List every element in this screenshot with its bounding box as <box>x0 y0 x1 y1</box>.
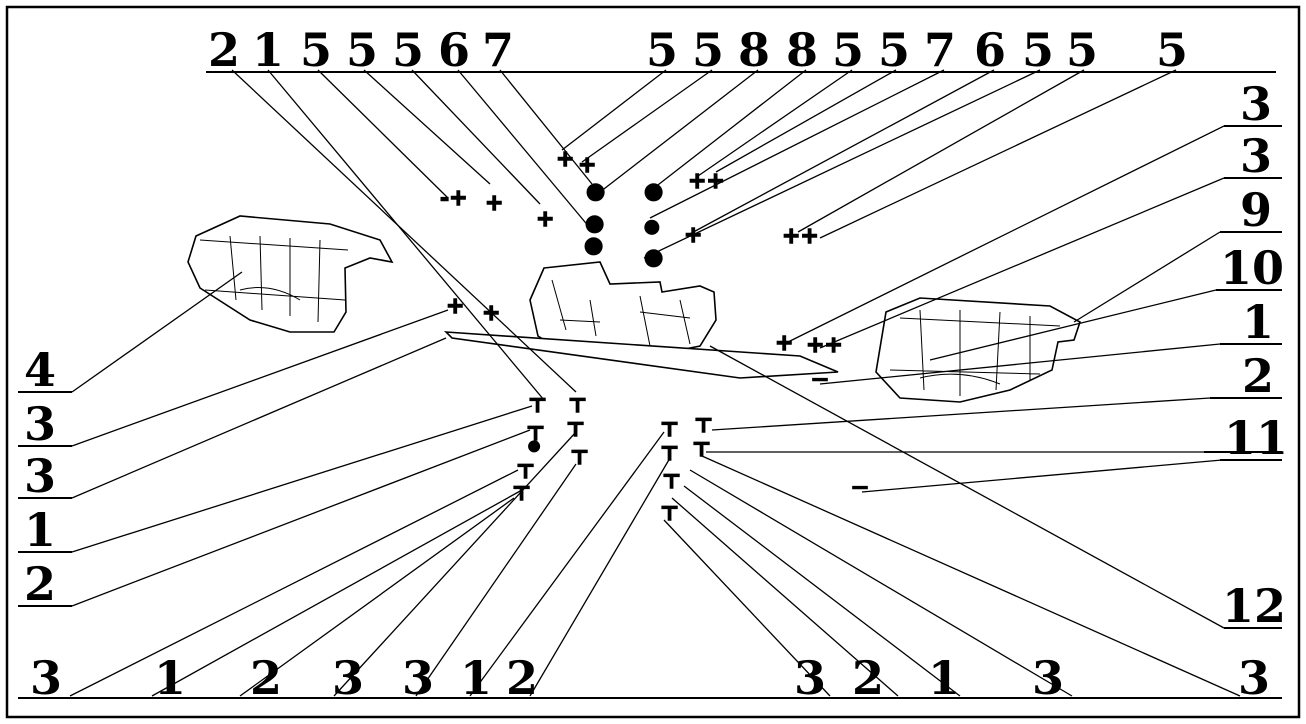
svg-text:+: + <box>485 190 503 216</box>
callout-label: 5 <box>300 23 332 77</box>
callout-label: 3 <box>1240 129 1272 183</box>
svg-text:●: ● <box>644 216 660 237</box>
callout-label: 1 <box>154 651 186 705</box>
svg-text:+: + <box>556 146 574 172</box>
callout-label: 3 <box>24 397 56 451</box>
svg-text:⊤: ⊤ <box>570 445 589 469</box>
callout-label: 3 <box>1032 651 1064 705</box>
svg-text:⊤: ⊤ <box>516 459 535 483</box>
fasteners: -+ + + + + ● ● ● ● ● ● ++ + ++ + + + ++ … <box>439 145 868 525</box>
callout-label: 2 <box>208 23 240 77</box>
svg-text:+: + <box>775 330 793 356</box>
callout-label: 9 <box>1240 183 1272 237</box>
callout-label: 1 <box>928 651 960 705</box>
callout-label: 5 <box>646 23 678 77</box>
callout-label: 5 <box>1066 23 1098 77</box>
svg-text:—: — <box>852 477 868 496</box>
svg-text:—: — <box>812 369 828 388</box>
svg-text:⊤: ⊤ <box>692 437 711 461</box>
callout-label: 3 <box>402 651 434 705</box>
callout-label: 1 <box>460 651 492 705</box>
callout-label: 5 <box>832 23 864 77</box>
callout-label: 7 <box>482 23 514 77</box>
callout-label: 5 <box>1156 23 1188 77</box>
callout-label: 3 <box>1240 77 1272 131</box>
svg-text:●: ● <box>644 178 663 204</box>
left-cover-part <box>187 215 394 333</box>
callout-label: 12 <box>1222 579 1286 633</box>
callout-label: 2 <box>250 651 282 705</box>
callout-label: 5 <box>878 23 910 77</box>
svg-text:+: + <box>446 293 464 319</box>
callout-label: 2 <box>852 651 884 705</box>
callout-label: 7 <box>924 23 956 77</box>
callout-label: 3 <box>1238 651 1270 705</box>
callout-label: 3 <box>332 651 364 705</box>
callout-label: 6 <box>974 23 1006 77</box>
svg-text:⊤: ⊤ <box>660 441 679 465</box>
svg-text:⊤: ⊤ <box>660 417 679 441</box>
svg-text:●: ● <box>528 438 540 454</box>
callout-label: 2 <box>1242 349 1274 403</box>
svg-text:⊤: ⊤ <box>662 469 681 493</box>
svg-text:⊤: ⊤ <box>694 413 713 437</box>
right-cover-part <box>875 297 1081 403</box>
callout-label: 6 <box>438 23 470 77</box>
callout-label: 8 <box>786 23 818 77</box>
callout-label: 5 <box>1022 23 1054 77</box>
svg-text:+: + <box>536 206 554 232</box>
callout-label: 2 <box>506 651 538 705</box>
callout-label: 5 <box>692 23 724 77</box>
svg-text:●: ● <box>585 210 604 236</box>
bottom-labels: 3 1 2 3 3 1 2 3 2 1 3 3 <box>18 651 1282 705</box>
callout-label: 11 <box>1224 411 1288 465</box>
svg-text:⊤: ⊤ <box>528 393 547 417</box>
leader-lines <box>69 69 1241 697</box>
left-labels: 4 3 3 1 2 <box>18 343 72 611</box>
callout-label: 3 <box>30 651 62 705</box>
svg-text:++: ++ <box>782 223 819 249</box>
svg-text:++: ++ <box>806 332 843 358</box>
callout-label: 1 <box>252 23 284 77</box>
callout-label: 2 <box>24 557 56 611</box>
callout-label: 1 <box>24 503 56 557</box>
callout-label: 5 <box>392 23 424 77</box>
svg-text:+: + <box>578 152 596 178</box>
svg-text:⊤: ⊤ <box>566 417 585 441</box>
top-labels: 2 1 5 5 5 6 7 5 5 8 8 5 5 7 6 5 5 5 <box>206 23 1276 77</box>
callout-label: 3 <box>794 651 826 705</box>
svg-text:++: ++ <box>688 168 725 194</box>
center-bracket-part <box>443 261 839 379</box>
callout-label: 10 <box>1220 241 1284 295</box>
right-labels: 3 3 9 10 1 2 2 11 12 <box>1204 77 1288 633</box>
callout-label: 4 <box>24 343 56 397</box>
svg-text:⊤: ⊤ <box>568 393 587 417</box>
svg-text:●: ● <box>586 178 605 204</box>
callout-label: 5 <box>346 23 378 77</box>
svg-text:⊤: ⊤ <box>526 421 545 445</box>
svg-text:⊤: ⊤ <box>660 501 679 525</box>
svg-text:-+: -+ <box>440 185 468 211</box>
callout-label: 8 <box>738 23 770 77</box>
svg-text:●: ● <box>584 232 603 258</box>
callout-label: 1 <box>1242 295 1274 349</box>
diagram-frame <box>5 5 1301 719</box>
callout-label: 3 <box>24 449 56 503</box>
